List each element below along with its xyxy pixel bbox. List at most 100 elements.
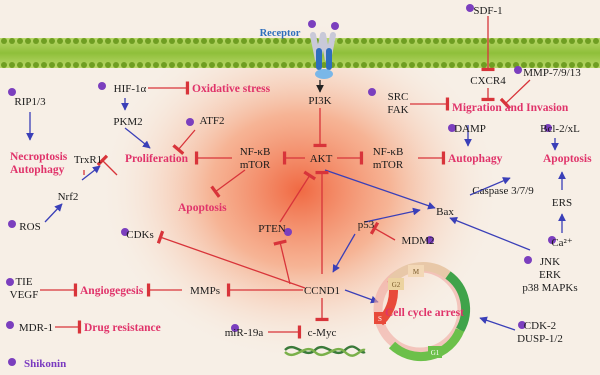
apoptosis-right-label: Apoptosis bbox=[543, 153, 592, 165]
shikonin-dot bbox=[544, 124, 552, 132]
membrane-bead bbox=[177, 38, 183, 44]
membrane-bead bbox=[169, 62, 175, 68]
membrane-bead bbox=[481, 62, 487, 68]
oxidative-stress-label: Oxidative stress bbox=[192, 83, 271, 95]
membrane-bead bbox=[241, 62, 247, 68]
phase-g1-box bbox=[428, 346, 442, 358]
membrane-bead bbox=[353, 62, 359, 68]
shikonin-dot bbox=[231, 324, 239, 332]
membrane-bead bbox=[505, 62, 511, 68]
cmyc-label: c-Myc bbox=[308, 327, 337, 339]
membrane-bead bbox=[233, 62, 239, 68]
membrane-bead bbox=[569, 38, 575, 44]
membrane-bead bbox=[73, 62, 79, 68]
mdm2-label: MDM2 bbox=[401, 235, 434, 247]
shikonin-dot bbox=[368, 88, 376, 96]
node-labels: Receptor SDF-1 RIP1/3 HIF-1α Oxidative s… bbox=[10, 5, 592, 370]
membrane-bead bbox=[305, 38, 311, 44]
membrane-bead bbox=[1, 38, 7, 44]
membrane-bead bbox=[369, 62, 375, 68]
proliferation-label: Proliferation bbox=[125, 153, 189, 165]
erk-label: ERK bbox=[539, 269, 561, 281]
membrane-bead bbox=[409, 38, 415, 44]
membrane-bead bbox=[281, 62, 287, 68]
membrane-bead bbox=[537, 38, 543, 44]
ccnd1-label: CCND1 bbox=[304, 285, 340, 297]
membrane-bead bbox=[345, 62, 351, 68]
membrane-bead bbox=[497, 62, 503, 68]
membrane-bead bbox=[169, 38, 175, 44]
membrane-bead bbox=[521, 38, 527, 44]
membrane-bead bbox=[417, 62, 423, 68]
shikonin-dot bbox=[448, 124, 456, 132]
membrane-bead bbox=[265, 62, 271, 68]
drug-resistance-label: Drug resistance bbox=[84, 322, 161, 334]
trxr1-label: TrxR1 bbox=[74, 154, 102, 166]
membrane-bead bbox=[225, 38, 231, 44]
akt-label: AKT bbox=[310, 153, 333, 165]
nfkb-left-label: NF-κB bbox=[240, 146, 271, 158]
membrane-bead bbox=[561, 62, 567, 68]
membrane-bead bbox=[273, 62, 279, 68]
membrane-bead bbox=[513, 38, 519, 44]
hif-label: HIF-1α bbox=[114, 83, 147, 95]
shikonin-dot bbox=[98, 82, 106, 90]
mdr1-label: MDR-1 bbox=[19, 322, 53, 334]
membrane-bead bbox=[193, 38, 199, 44]
membrane-bead bbox=[257, 62, 263, 68]
membrane-bead bbox=[297, 38, 303, 44]
membrane-bead bbox=[153, 62, 159, 68]
membrane-bead bbox=[457, 62, 463, 68]
mtor-right-label: mTOR bbox=[373, 159, 404, 171]
pten-label: PTEN bbox=[258, 223, 286, 235]
membrane-bead bbox=[145, 62, 151, 68]
membrane-bead bbox=[465, 62, 471, 68]
membrane-bead bbox=[201, 62, 207, 68]
membrane-bead bbox=[441, 62, 447, 68]
membrane-bead bbox=[33, 38, 39, 44]
jnk-label: JNK bbox=[540, 256, 560, 268]
membrane-bead bbox=[9, 38, 15, 44]
pkm2-label: PKM2 bbox=[113, 116, 142, 128]
membrane-bead bbox=[105, 38, 111, 44]
cell-cycle-diagram bbox=[373, 262, 471, 362]
membrane-bead bbox=[593, 38, 599, 44]
caspase-label: Caspase 3/7/9 bbox=[472, 185, 534, 197]
membrane-bead bbox=[249, 38, 255, 44]
membrane-bead bbox=[425, 38, 431, 44]
ers-label: ERS bbox=[552, 197, 572, 209]
membrane-bead bbox=[537, 62, 543, 68]
membrane-bead bbox=[337, 38, 343, 44]
membrane-bead bbox=[241, 38, 247, 44]
membrane-bead bbox=[433, 38, 439, 44]
membrane-bead bbox=[257, 38, 263, 44]
dusp-label: DUSP-1/2 bbox=[517, 333, 563, 345]
membrane-bead bbox=[465, 38, 471, 44]
membrane-bead bbox=[441, 38, 447, 44]
vegf-label: VEGF bbox=[10, 289, 39, 301]
damp-label: DAMP bbox=[454, 123, 486, 135]
membrane-bead bbox=[97, 38, 103, 44]
shikonin-dot bbox=[518, 321, 526, 329]
membrane-bead bbox=[137, 62, 143, 68]
migration-label: Migration and Invasion bbox=[452, 102, 569, 114]
src-label: SRC bbox=[388, 91, 409, 103]
shikonin-dot bbox=[514, 66, 522, 74]
dna-icon bbox=[284, 345, 366, 357]
membrane-bead bbox=[577, 38, 583, 44]
membrane-bead bbox=[393, 38, 399, 44]
membrane-bead bbox=[65, 38, 71, 44]
membrane-bead bbox=[57, 62, 63, 68]
phase-s-box bbox=[374, 312, 386, 324]
membrane-bead bbox=[321, 62, 327, 68]
phase-m-box bbox=[408, 265, 424, 277]
shikonin-markers bbox=[6, 4, 556, 366]
pi3k-label: PI3K bbox=[308, 95, 331, 107]
membrane-bead bbox=[337, 62, 343, 68]
membrane-bead bbox=[233, 38, 239, 44]
membrane-bead bbox=[393, 62, 399, 68]
membrane-bead bbox=[449, 62, 455, 68]
membrane-bead bbox=[289, 38, 295, 44]
